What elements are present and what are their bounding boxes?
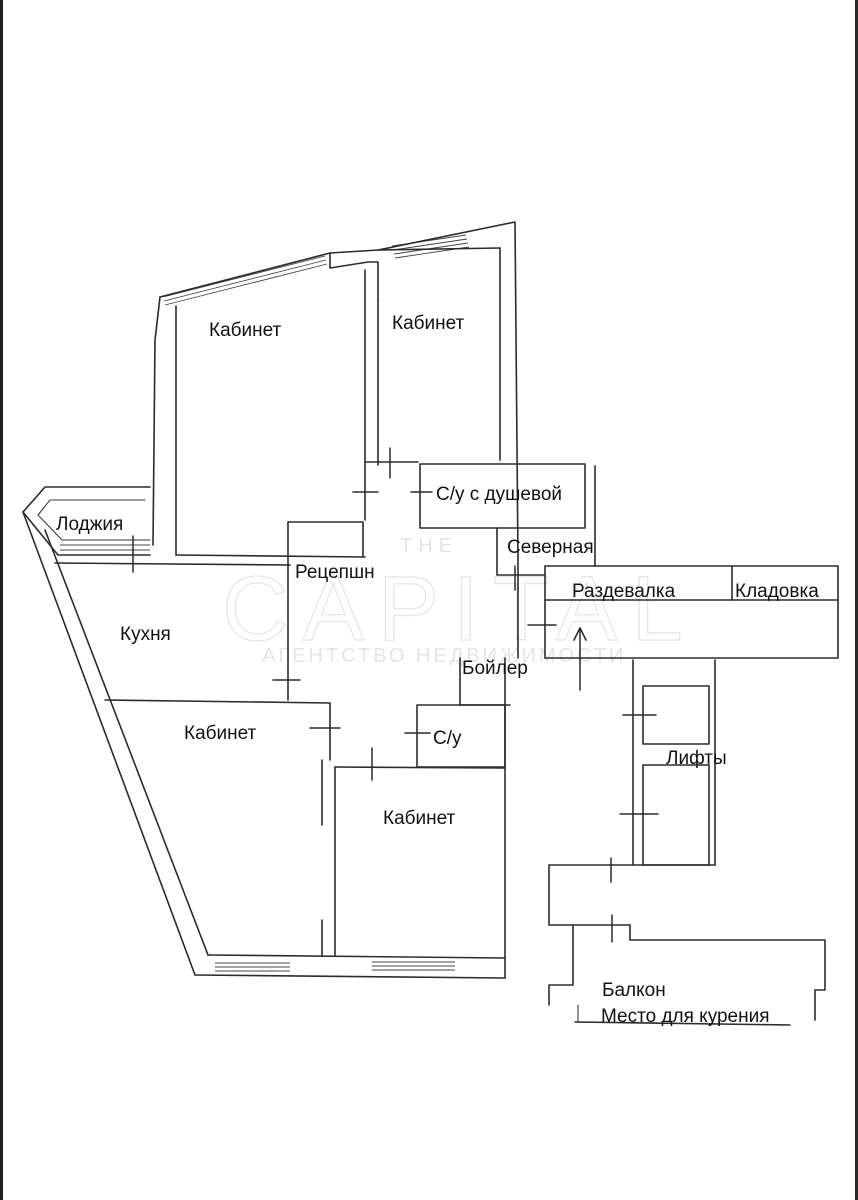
right-border [855, 0, 858, 1200]
label-balcony: Балкон [602, 980, 666, 1001]
label-office-top-left: Кабинет [209, 320, 282, 341]
watermark-subtitle: АГЕНТСТВО НЕДВИЖИМОСТИ [262, 645, 626, 667]
label-office-top-right: Кабинет [392, 313, 465, 334]
label-storage: Кладовка [735, 581, 819, 602]
entry-arrow [573, 627, 587, 691]
window-top-left [162, 255, 328, 306]
label-reception: Рецепшн [295, 562, 375, 583]
label-lifts: Лифты [666, 748, 727, 769]
label-bathroom: С/у [433, 728, 462, 749]
label-bathroom-shower: С/у с душевой [436, 484, 562, 505]
outer-walls [22, 221, 839, 1026]
watermark: THE CAPITAL АГЕНТСТВО НЕДВИЖИМОСТИ [221, 535, 697, 667]
label-north: Северная [507, 537, 594, 558]
room-labels: Кабинет Кабинет С/у с душевой Лоджия Сев… [56, 313, 819, 1027]
watermark-the: THE [400, 535, 458, 557]
label-cloakroom: Раздевалка [572, 581, 676, 602]
label-office-bottom-right: Кабинет [383, 808, 456, 829]
label-kitchen: Кухня [120, 624, 171, 645]
window-top-right [391, 234, 470, 259]
left-border [0, 0, 3, 1200]
label-smoking-area: Место для курения [601, 1006, 770, 1027]
door-markers [132, 447, 659, 943]
label-loggia: Лоджия [56, 514, 123, 535]
watermark-brand: CAPITAL [222, 558, 697, 660]
label-boiler: Бойлер [462, 658, 528, 679]
label-office-bottom-left: Кабинет [184, 723, 257, 744]
